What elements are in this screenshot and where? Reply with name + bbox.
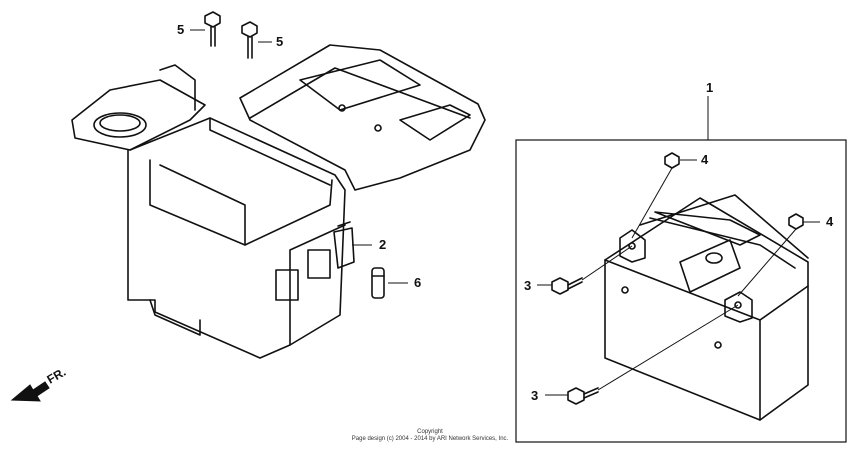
front-direction-arrow-icon: FR. [10,365,69,402]
bolt-5-left [204,11,221,47]
label-3-upper: 3 [524,278,531,293]
nut-4-top [664,152,680,169]
label-2: 2 [379,237,386,252]
nut-4-right [788,213,804,230]
fuse [371,267,385,299]
battery [604,194,809,421]
leader-lines [190,29,820,396]
label-1: 1 [706,80,713,95]
bolt-3-lower [567,387,599,405]
label-5-right: 5 [276,34,283,49]
label-4-right: 4 [826,214,834,229]
label-6: 6 [414,275,421,290]
battery-frame [515,139,847,443]
label-3-lower: 3 [531,388,538,403]
copyright-line-1: Copyright [417,429,443,435]
copyright-line-2: Page design (c) 2004 - 2014 by ARI Netwo… [351,436,509,442]
bolt-3-upper [551,277,583,295]
copyright-notice: Copyright Page design (c) 2004 - 2014 by… [300,429,560,443]
front-direction-label: FR. [45,365,69,387]
battery-box [71,44,486,359]
label-4-top: 4 [701,152,709,167]
bolt-5-right [241,21,258,59]
label-5-left: 5 [177,22,184,37]
